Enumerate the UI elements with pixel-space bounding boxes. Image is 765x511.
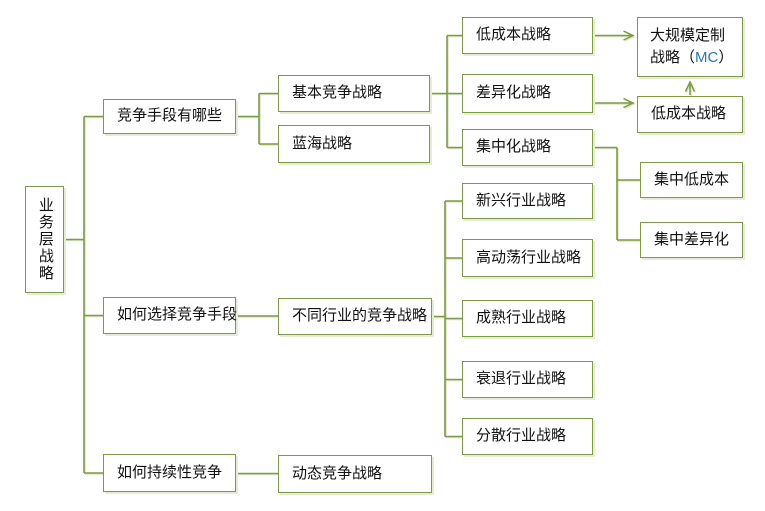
node-mature-industry-strategy: 成熟行业战略 — [462, 300, 593, 337]
node-industry-competitive-strategies: 不同行业的竞争战略 — [278, 298, 432, 335]
node-how-to-choose-means-label: 如何选择竞争手段 — [117, 306, 238, 324]
node-focus-strategy: 集中化战略 — [462, 129, 593, 166]
connector-focus-branch — [593, 146, 640, 241]
node-low-cost-strategy-label: 低成本战略 — [476, 26, 552, 44]
node-basic-competitive-strategy-label: 基本竞争战略 — [292, 84, 383, 102]
node-focused-low-cost: 集中低成本 — [640, 162, 743, 198]
node-mass-customization-strategy-label: 大规模定制 战略（MC） — [650, 25, 733, 69]
node-focused-low-cost-label: 集中低成本 — [654, 170, 730, 188]
node-fragmented-industry-strategy-label: 分散行业战略 — [476, 427, 567, 445]
node-what-competitive-means-label: 竞争手段有哪些 — [117, 107, 223, 125]
node-fragmented-industry-strategy: 分散行业战略 — [462, 418, 593, 455]
node-business-level-strategy-label: 业务层战略 — [36, 197, 54, 282]
node-blue-ocean-strategy-label: 蓝海战略 — [292, 134, 353, 152]
mc-label-line1: 大规模定制 — [650, 27, 726, 45]
node-mass-customization-strategy: 大规模定制 战略（MC） — [637, 17, 743, 77]
node-how-to-sustain-competition-label: 如何持续性竞争 — [117, 463, 223, 481]
node-what-competitive-means: 竞争手段有哪些 — [103, 99, 236, 134]
node-dynamic-competitive-strategy-label: 动态竞争战略 — [292, 464, 383, 482]
node-turbulent-industry-strategy: 高动荡行业战略 — [462, 239, 593, 277]
node-basic-competitive-strategy: 基本竞争战略 — [278, 75, 430, 112]
node-focus-strategy-label: 集中化战略 — [476, 138, 552, 156]
node-differentiation-strategy-label: 差异化战略 — [476, 84, 552, 102]
node-emerging-industry-strategy-label: 新兴行业战略 — [476, 191, 567, 209]
node-low-cost-strategy-secondary: 低成本战略 — [637, 96, 743, 133]
node-focused-differentiation: 集中差异化 — [640, 222, 743, 258]
node-how-to-sustain-competition: 如何持续性竞争 — [103, 454, 236, 492]
node-dynamic-competitive-strategy: 动态竞争战略 — [278, 455, 432, 493]
node-emerging-industry-strategy: 新兴行业战略 — [462, 183, 593, 219]
node-low-cost-strategy-secondary-label: 低成本战略 — [651, 105, 727, 123]
node-low-cost-strategy: 低成本战略 — [462, 17, 593, 54]
mc-label-line2-prefix: 战略（ — [650, 49, 696, 66]
node-business-level-strategy: 业务层战略 — [25, 186, 64, 293]
connector-main-trunk — [83, 115, 103, 474]
node-mature-industry-strategy-label: 成熟行业战略 — [476, 309, 567, 327]
connector-basic-branch — [430, 34, 462, 149]
node-declining-industry-strategy: 衰退行业战略 — [462, 361, 593, 398]
mc-label-line2-suffix: ） — [718, 49, 734, 66]
node-differentiation-strategy: 差异化战略 — [462, 74, 593, 113]
connector-industry-branch — [432, 200, 462, 438]
node-declining-industry-strategy-label: 衰退行业战略 — [476, 370, 567, 388]
node-how-to-choose-means: 如何选择竞争手段 — [103, 297, 238, 334]
node-industry-competitive-strategies-label: 不同行业的竞争战略 — [292, 307, 428, 325]
node-turbulent-industry-strategy-label: 高动荡行业战略 — [476, 248, 582, 266]
node-focused-differentiation-label: 集中差异化 — [654, 230, 730, 248]
mc-label-abbreviation: MC — [695, 49, 719, 66]
node-blue-ocean-strategy: 蓝海战略 — [278, 125, 430, 163]
connector-means-branch — [236, 92, 278, 145]
